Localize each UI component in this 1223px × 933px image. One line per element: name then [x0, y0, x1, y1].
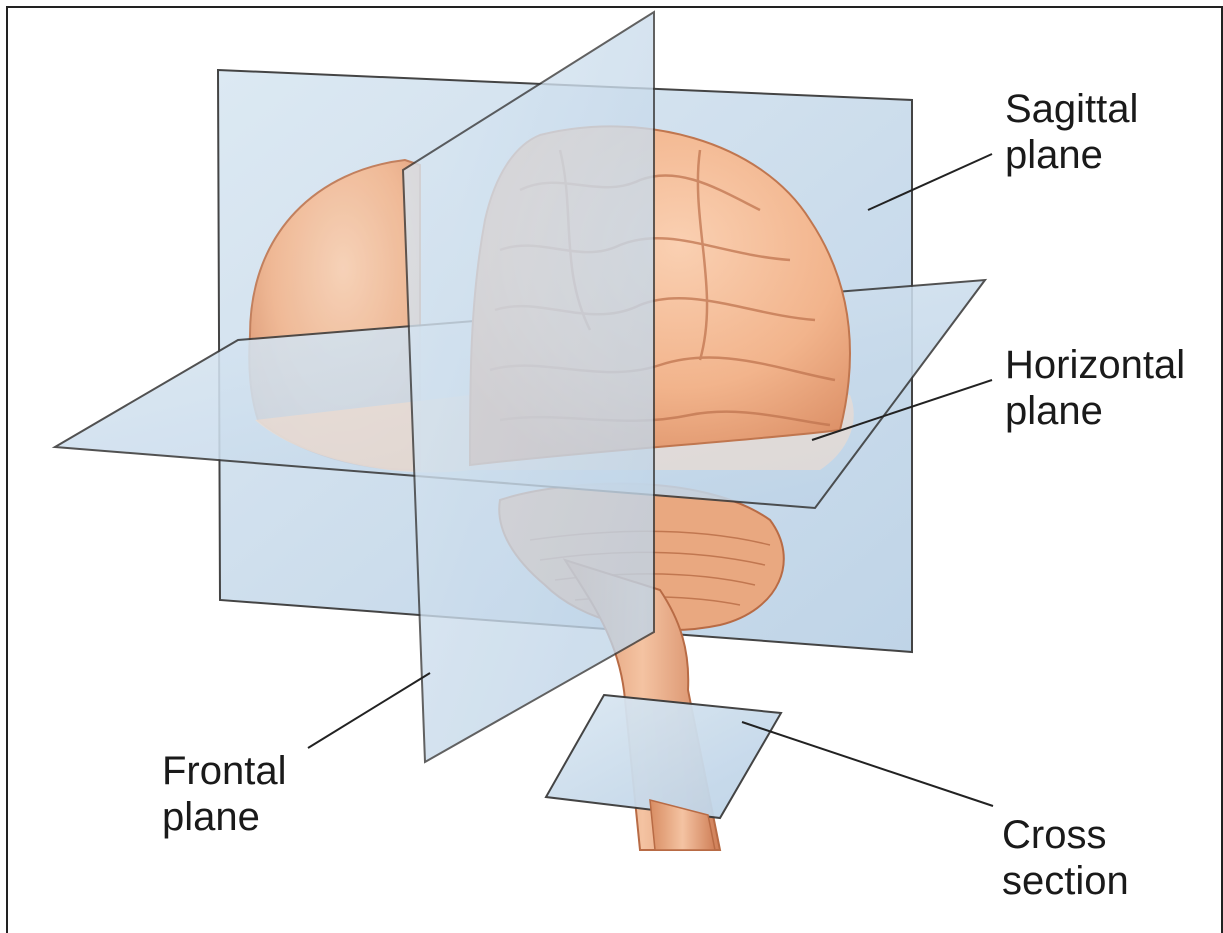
frontal-label-line2: plane	[162, 794, 287, 840]
cross-section-leader-line	[742, 722, 993, 806]
frontal-leader-line	[308, 673, 430, 748]
sagittal-plane-label: Sagittal plane	[1005, 86, 1138, 178]
horizontal-label-line2: plane	[1005, 388, 1185, 434]
cross-section-label: Cross section	[1002, 812, 1129, 904]
sagittal-label-line1: Sagittal	[1005, 86, 1138, 132]
frontal-plane-label: Frontal plane	[162, 748, 287, 840]
cross-label-line1: Cross	[1002, 812, 1129, 858]
horizontal-plane-label: Horizontal plane	[1005, 342, 1185, 434]
sagittal-label-line2: plane	[1005, 132, 1138, 178]
frontal-label-line1: Frontal	[162, 748, 287, 794]
cross-label-line2: section	[1002, 858, 1129, 904]
horizontal-label-line1: Horizontal	[1005, 342, 1185, 388]
cross-section-plane	[546, 695, 781, 818]
